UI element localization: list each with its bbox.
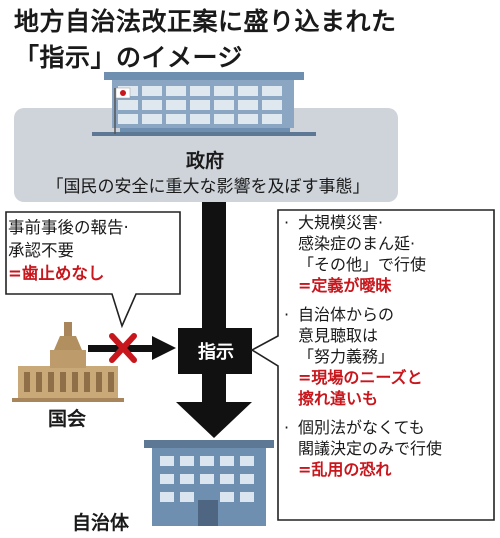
left-note-line-1: 事前事後の報告· [8,218,129,237]
government-building-icon [92,72,316,136]
government-panel [14,108,398,202]
bullet-mark: · [284,418,290,437]
right-note-emphasis: =現場のニーズと [298,368,423,387]
right-note-line: 大規模災害· [298,213,384,232]
diet-label: 国会 [48,408,87,430]
left-note-bubble [5,211,181,329]
government-label: 政府 [185,150,224,172]
title-line-1: 地方自治法改正案に盛り込まれた [14,7,397,36]
right-note-line: 自治体からの [298,305,395,324]
right-notes: · 大規模災害· 感染症のまん延· 「その他」で行使 =定義が曖昧 · 自治体か… [284,212,496,488]
right-note-line: 「その他」で行使 [298,255,427,274]
cross-mark-icon [109,333,137,363]
right-note-line: 閣議決定のみで行使 [298,439,443,458]
japan-flag-icon [114,87,131,134]
instruction-box [178,328,252,374]
left-note: 事前事後の報告· 承認不要 =歯止めなし [8,216,176,285]
right-note-item: · 自治体からの 意見聴取は 「努力義務」 =現場のニーズと 擦れ違いも [284,304,496,409]
title-line-2: 「指示」のイメージ [14,43,244,72]
instruction-label: 指示 [198,342,234,363]
left-note-emphasis: =歯止めなし [8,264,105,283]
bullet-mark: · [284,305,290,324]
left-note-line-2: 承認不要 [8,241,74,260]
right-note-bubble [250,209,495,521]
local-government-label: 自治体 [72,512,130,534]
local-government-building-icon [144,440,274,526]
right-note-emphasis: =定義が曖昧 [298,276,392,295]
right-note-emphasis: =乱用の恐れ [298,460,392,479]
right-note-item: · 大規模災害· 感染症のまん延· 「その他」で行使 =定義が曖昧 [284,212,496,296]
right-note-line: 感染症のまん延· [298,234,416,253]
diet-building-icon [12,322,124,402]
right-note-line: 個別法がなくても [298,418,425,437]
instruction-arrow [176,202,252,438]
government-condition: 「国民の安全に重大な影響を及ぼす事態」 [46,177,370,197]
right-note-item: · 個別法がなくても 閣議決定のみで行使 =乱用の恐れ [284,417,496,480]
bullet-mark: · [284,213,290,232]
diagram-title: 地方自治法改正案に盛り込まれた 「指示」のイメージ [14,4,494,76]
right-note-emphasis: 擦れ違いも [298,389,379,408]
right-note-line: 意見聴取は [298,326,379,345]
right-note-line: 「努力義務」 [298,347,395,366]
